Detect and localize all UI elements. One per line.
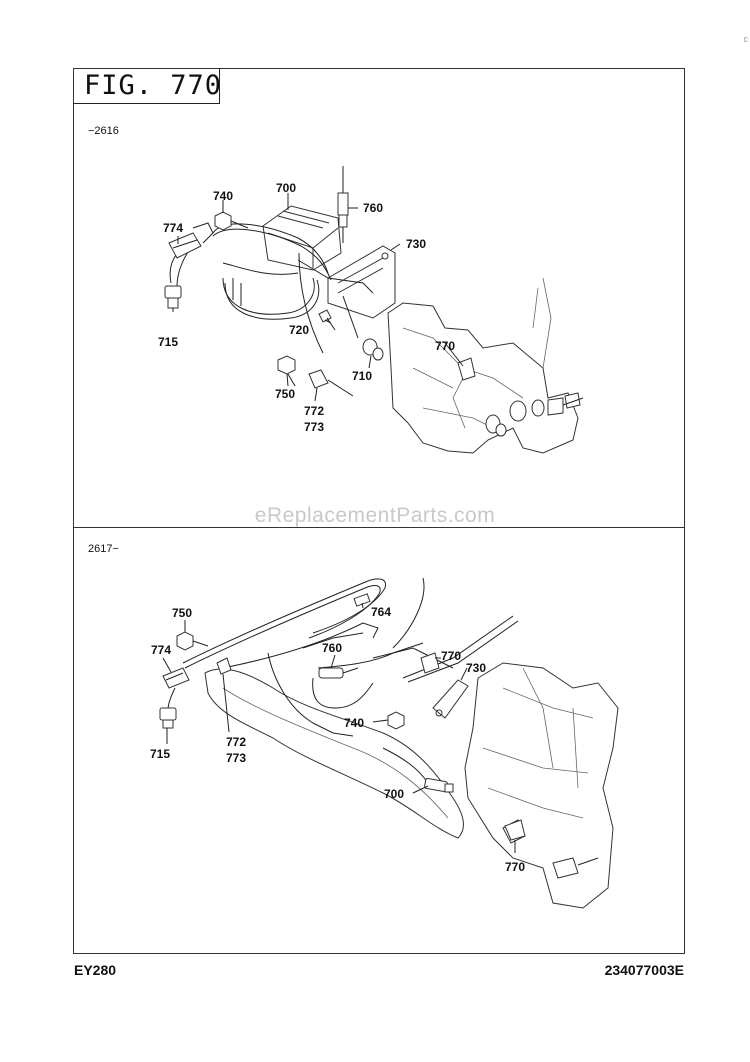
clamp-772-bottom (216, 657, 232, 675)
callout-750-top: 750 (275, 387, 295, 401)
callout-715-top: 715 (158, 335, 178, 349)
sensor-715-top (164, 232, 202, 309)
bracket-730-bottom (420, 652, 469, 719)
callout-774-bottom: 774 (151, 643, 171, 657)
clip-770-lower (504, 819, 526, 841)
part-number: 234077003E (604, 962, 684, 978)
callout-710-top: 710 (352, 369, 372, 383)
bracket-730 (327, 245, 396, 319)
plug-cap-760 (337, 166, 349, 243)
bolt-740-top (214, 211, 249, 231)
clip-770-top (457, 357, 476, 381)
part-720-top (318, 309, 336, 331)
callout-715-bottom: 715 (150, 747, 170, 761)
callout-720-top: 720 (289, 323, 309, 337)
top-panel-drawing: 740 700 760 774 730 715 720 770 710 750 … (158, 166, 584, 454)
bolt-750-top (277, 355, 296, 387)
callout-774-top: 774 (163, 221, 183, 235)
callout-760-top: 760 (363, 201, 383, 215)
exploded-parts-diagram: 740 700 760 774 730 715 720 770 710 750 … (150, 166, 619, 909)
sensor-715-bottom (159, 667, 190, 729)
top-panel-serial-range: −2616 (88, 125, 119, 137)
plug-cap-760-bottom (318, 667, 359, 679)
callout-740-top: 740 (213, 189, 233, 203)
callout-750-bottom: 750 (172, 606, 192, 620)
callout-730-top: 730 (406, 237, 426, 251)
figure-frame (73, 68, 685, 954)
callout-764-bottom: 764 (371, 605, 391, 619)
engine-block-bottom (464, 662, 619, 909)
callout-760-bottom: 760 (322, 641, 342, 655)
figure-title-box (73, 68, 220, 104)
wire-harness-top (192, 222, 374, 354)
panel-divider (73, 527, 685, 528)
bottom-leader-lines (162, 602, 516, 853)
connector-764-bottom (353, 593, 371, 607)
bolt-740-bottom (387, 711, 405, 730)
figure-title: FIG. 770 (84, 70, 223, 101)
engine-block-top (387, 277, 584, 454)
callout-773-bottom: 773 (226, 751, 246, 765)
model-name: EY280 (74, 962, 117, 978)
clamp-772-top (308, 369, 354, 397)
callout-700-top: 700 (276, 181, 296, 195)
callout-772-top: 772 (304, 404, 324, 418)
callout-730-bottom: 730 (466, 661, 486, 675)
connector-710-top (342, 295, 384, 361)
ignition-coil-700-bottom (382, 747, 454, 793)
bottom-panel-drawing: 750 764 774 760 770 730 715 772 773 740 … (150, 577, 619, 909)
callout-740-bottom: 740 (344, 716, 364, 730)
callout-770-top: 770 (435, 339, 455, 353)
callout-773-top: 773 (304, 420, 324, 434)
crankcase-cover-bottom (204, 668, 464, 839)
callout-772-bottom: 772 (226, 735, 246, 749)
callout-770-bottom-upper: 770 (441, 649, 461, 663)
corner-mark: c (743, 34, 749, 44)
ignition-coil-700 (262, 205, 342, 271)
bottom-panel-serial-range: 2617− (88, 543, 119, 555)
watermark: eReplacementParts.com (254, 504, 496, 527)
callout-700-bottom: 700 (384, 787, 404, 801)
top-leader-lines (172, 193, 464, 402)
bolt-750-bottom (176, 631, 209, 651)
callout-770-bottom-lower: 770 (505, 860, 525, 874)
wire-harness-bottom (182, 577, 519, 737)
